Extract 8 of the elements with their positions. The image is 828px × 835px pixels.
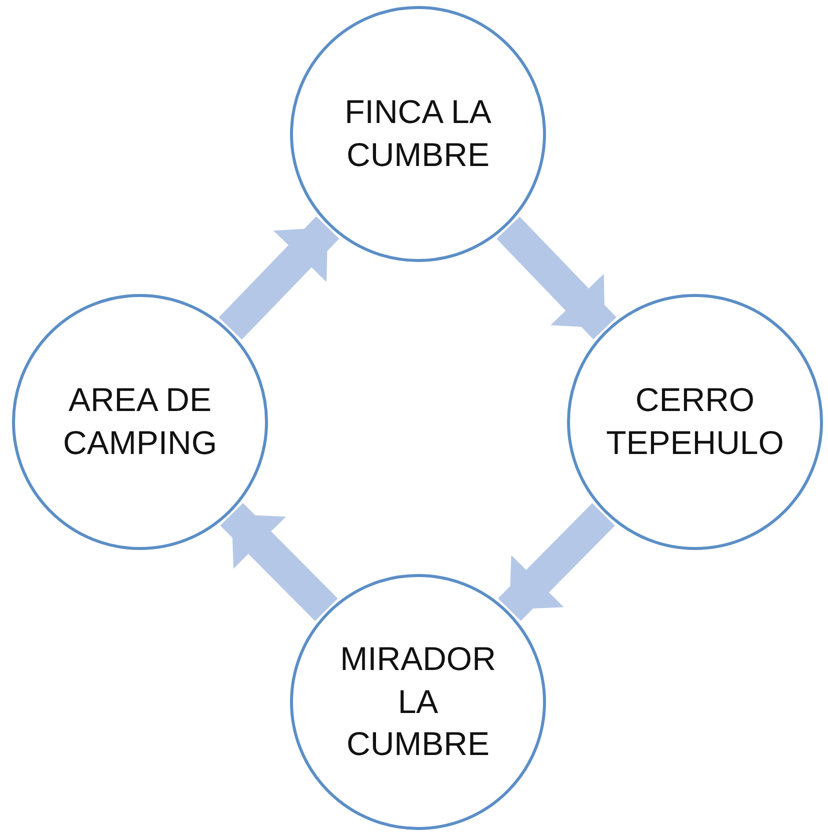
arrow (498, 503, 615, 621)
arrow (218, 216, 340, 340)
arrow (496, 216, 616, 340)
node-label: AREA DE CAMPING (62, 380, 218, 463)
arrow (220, 503, 338, 621)
node-label: MIRADOR LA CUMBRE (339, 638, 497, 764)
node-label: CERRO TEPEHULO (605, 380, 785, 463)
node-label: FINCA LA CUMBRE (344, 92, 492, 175)
